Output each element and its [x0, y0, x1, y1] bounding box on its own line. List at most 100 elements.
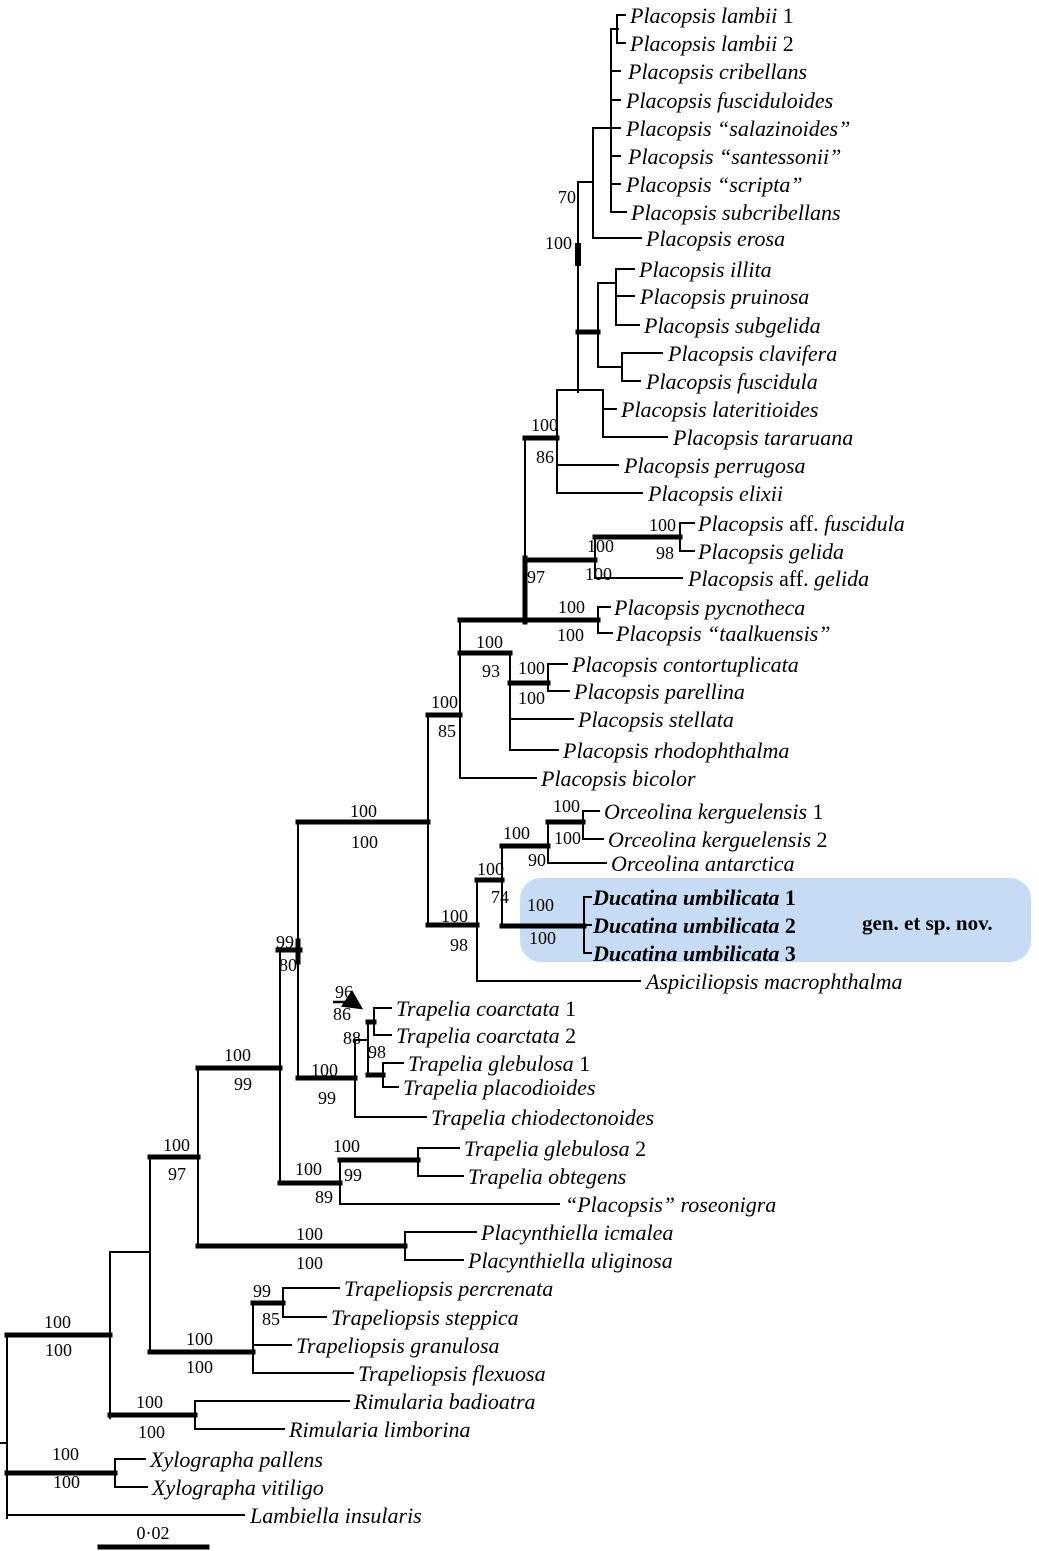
tip-label: Placopsis perrugosa	[623, 453, 806, 478]
scale-bar: 0·02	[137, 1523, 170, 1543]
tip-label: Placopsis tararuana	[672, 425, 853, 450]
support-value: 96	[335, 982, 353, 1002]
support-value: 89	[315, 1187, 333, 1207]
tip-label: Ducatina umbilicata 3	[592, 941, 796, 966]
support-value: 100	[529, 928, 556, 948]
support-value: 100	[296, 1253, 323, 1273]
support-value: 100	[557, 625, 584, 645]
tip-label: Placopsis lambii 1	[629, 3, 794, 28]
support-value: 99	[234, 1074, 252, 1094]
support-value: 85	[438, 721, 456, 741]
support-value: 97	[168, 1164, 186, 1184]
support-value: 97	[527, 567, 545, 587]
tip-label: Xylographa vitiligo	[151, 1475, 324, 1500]
tip-label: Orceolina kerguelensis 1	[604, 799, 824, 824]
tip-label: Placopsis “santessonii”	[627, 144, 841, 169]
tip-label: Placopsis “scripta”	[625, 172, 803, 197]
support-value: 99	[253, 1281, 271, 1301]
support-value: 100	[477, 859, 504, 879]
tip-label: Placopsis pruinosa	[639, 284, 809, 309]
support-value: 100	[52, 1444, 79, 1464]
tip-label: Placopsis lambii 2	[629, 31, 794, 56]
node-pointer-arrow	[333, 989, 364, 1010]
tip-label: Placopsis “salazinoides”	[625, 116, 850, 141]
support-value: 86	[536, 447, 554, 467]
support-value: 100	[431, 692, 458, 712]
support-value: 100	[518, 658, 545, 678]
support-value: 100	[163, 1135, 190, 1155]
tip-label: Placynthiella uliginosa	[467, 1248, 673, 1273]
tip-label: Trapelia coarctata 2	[396, 1023, 576, 1048]
tip-label: Placopsis fuscidula	[645, 369, 818, 394]
support-value: 100	[53, 1472, 80, 1492]
support-value: 98	[450, 935, 468, 955]
tip-label: Placopsis contortuplicata	[571, 652, 799, 677]
tip-label: Placopsis subgelida	[643, 313, 821, 338]
tip-label: Xylographa pallens	[149, 1447, 323, 1472]
support-value: 88	[343, 1028, 361, 1048]
support-value: 100	[503, 823, 530, 843]
tip-label: Trapeliopsis steppica	[331, 1305, 519, 1330]
tip-label: Trapeliopsis flexuosa	[358, 1361, 546, 1386]
tip-label: Trapelia glebulosa 1	[408, 1051, 590, 1076]
tip-label: Placopsis parellina	[573, 679, 745, 704]
tip-label: Placopsis clavifera	[667, 341, 837, 366]
tip-label: Placopsis lateritioides	[620, 397, 818, 422]
tip-label: Trapelia chiodectonoides	[431, 1105, 654, 1130]
tip-label: Aspiciliopsis macrophthalma	[644, 969, 902, 994]
tip-label: Rimularia badioatra	[353, 1389, 536, 1414]
tip-label: Placopsis aff. gelida	[687, 566, 869, 591]
support-value-labels: 7010010086100100100989710010010010010093…	[44, 187, 676, 1492]
support-value: 100	[553, 796, 580, 816]
tip-label: Placynthiella icmalea	[480, 1220, 673, 1245]
taxon-labels: Placopsis lambii 1 Placopsis lambii 2 Plac…	[149, 3, 905, 1528]
tip-label: Trapelia coarctata 1	[396, 996, 576, 1021]
tip-label: Placopsis bicolor	[540, 766, 696, 791]
support-value: 100	[296, 1224, 323, 1244]
support-value: 70	[558, 187, 576, 207]
support-value: 100	[138, 1422, 165, 1442]
tree-branches	[0, 14, 695, 1550]
support-value: 100	[558, 597, 585, 617]
tip-label: Placopsis stellata	[577, 707, 734, 732]
tip-label: Trapelia glebulosa 2	[464, 1136, 646, 1161]
support-value: 100	[518, 688, 545, 708]
support-value: 100	[295, 1159, 322, 1179]
tip-label: Placopsis cribellans	[627, 59, 807, 84]
support-value: 93	[482, 661, 500, 681]
support-value: 100	[45, 1340, 72, 1360]
support-value: 100	[545, 233, 572, 253]
support-value: 80	[279, 955, 297, 975]
tip-label: Rimularia limborina	[288, 1417, 471, 1442]
tip-label: Placopsis erosa	[645, 226, 785, 251]
new-species-highlight-box	[520, 878, 1031, 962]
tip-label: Placopsis fusciduloides	[625, 88, 833, 113]
support-value: 98	[368, 1042, 386, 1062]
tip-label: Placopsis gelida	[697, 539, 844, 564]
support-value: 100	[585, 564, 612, 584]
support-value: 100	[311, 1060, 338, 1080]
support-value: 100	[531, 415, 558, 435]
support-value: 74	[491, 887, 509, 907]
support-value: 100	[224, 1045, 251, 1065]
support-value: 100	[476, 632, 503, 652]
support-value: 85	[262, 1309, 280, 1329]
support-value: 90	[528, 850, 546, 870]
tip-label: Ducatina umbilicata 2	[592, 913, 796, 938]
tip-label: “Placopsis” roseonigra	[565, 1192, 776, 1217]
tip-label: Placopsis subcribellans	[630, 200, 841, 225]
support-value: 100	[441, 906, 468, 926]
support-value: 100	[527, 895, 554, 915]
tip-label: Orceolina kerguelensis 2	[608, 827, 828, 852]
tip-label: Trapeliopsis granulosa	[296, 1333, 500, 1358]
support-value: 100	[333, 1136, 360, 1156]
tip-label: Trapelia obtegens	[468, 1164, 626, 1189]
support-value: 98	[656, 543, 674, 563]
support-value: 100	[351, 832, 378, 852]
support-value: 100	[649, 515, 676, 535]
tip-label: Orceolina antarctica	[611, 851, 795, 876]
support-value: 100	[186, 1357, 213, 1377]
tip-label: Placopsis aff. fuscidula	[697, 511, 905, 536]
tip-label: Placopsis pycnotheca	[613, 595, 805, 620]
tip-label: Ducatina umbilicata 1	[592, 885, 796, 910]
